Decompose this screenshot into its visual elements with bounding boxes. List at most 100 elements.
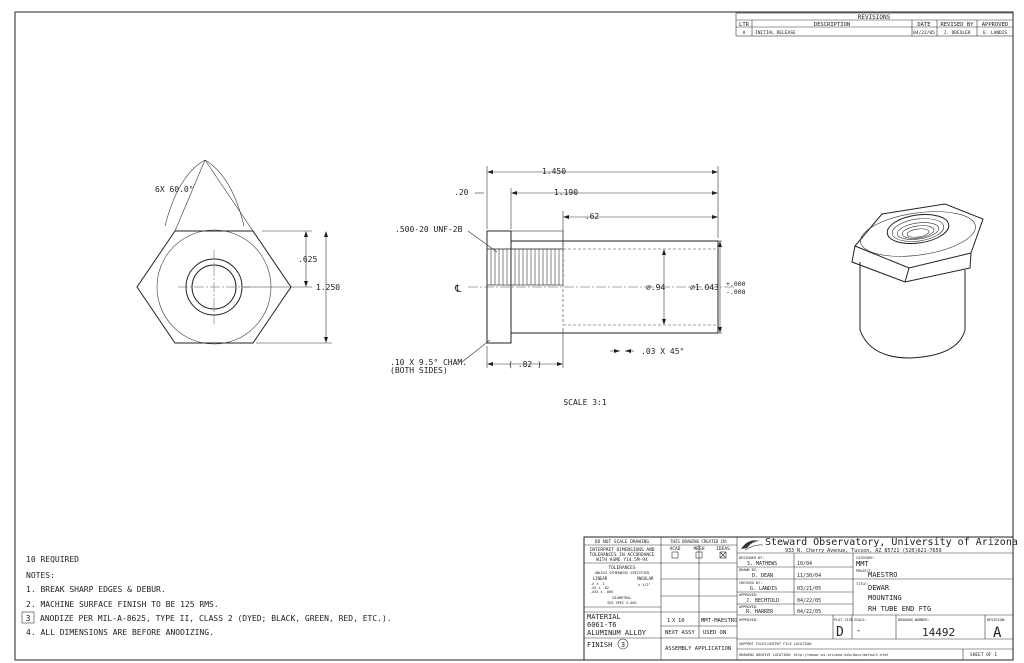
iso-hex-top	[854, 203, 984, 269]
tb-next-assy-value: MMT-MAESTRO	[701, 618, 737, 624]
chamfer-note-2: (BOTH SIDES)	[390, 366, 448, 375]
tb-diametral: DIAMETRAL	[613, 596, 632, 600]
tb-project: MAESTRO	[868, 571, 898, 579]
tb-title-3: RH TUBE END FTG	[868, 605, 931, 613]
tb-do-not-scale: DO NOT SCALE DRAWING	[595, 539, 649, 545]
dim-body-length: 1.190	[554, 188, 578, 197]
tb-project-label: PROJECT:	[856, 569, 873, 573]
tb-drawn-date: 11/30/04	[797, 573, 821, 579]
tb-interpret-3: WITH ASME Y14.5M-94	[596, 557, 648, 563]
tb-tol-xx: .XX ± .02	[590, 586, 609, 590]
tb-finish-flag	[617, 638, 629, 650]
hex-end-view: 6X 60.0° .625 1.250	[136, 159, 340, 345]
tb-cad-b: MESH	[694, 546, 705, 552]
tb-sheet: SHEET OF 1	[970, 652, 997, 658]
tb-scale: -	[856, 626, 861, 636]
dim-bore-dia: ∅.94	[646, 283, 665, 292]
rev-col-date: DATE	[917, 22, 930, 28]
tb-used-on: USED ON	[703, 630, 726, 636]
tb-qty-count: 1	[667, 618, 670, 624]
tb-unless: UNLESS OTHERWISE SPECIFIED	[595, 571, 650, 575]
tb-approved1-date: 04/22/05	[797, 598, 821, 604]
tb-material-2: ALUMINUM ALLOY	[587, 629, 647, 637]
tb-finish-flag-number: 3	[621, 641, 625, 649]
tb-cad-b-checkbox	[695, 551, 703, 559]
rev-row-description: INITIAL RELEASE	[755, 30, 796, 36]
note-3: ANODIZE PER MIL-A-8625, TYPE II, CLASS 2…	[40, 614, 392, 623]
dim-body-tol-minus: -.008	[726, 288, 746, 296]
tb-cad-a-checkbox	[671, 551, 679, 559]
tb-plot-size-label: PLOT SIZE	[834, 618, 853, 622]
rev-col-revised-by: REVISED BY	[940, 22, 974, 28]
dim-chamfer-small: .03 X 45°	[641, 347, 684, 356]
angle-note: 6X 60.0°	[155, 185, 194, 194]
tb-drawing-number-label: DRAWING NUMBER:	[898, 618, 930, 622]
tb-approved2-date: 04/22/05	[797, 609, 821, 615]
tb-material-label: MATERIAL	[587, 613, 621, 621]
tb-drawn-by-label: DRAWN BY:	[739, 568, 758, 572]
dim-body-dia: ∅1.043	[690, 283, 719, 292]
iso-body	[859, 262, 966, 359]
rev-row-revised-by: J. DREXLER	[943, 30, 970, 36]
tb-approved1-label: APPROVED:	[739, 593, 758, 597]
tb-tolerances: TOLERANCES	[608, 565, 635, 571]
note-4: 4. ALL DIMENSIONS ARE BEFORE ANODIZING.	[26, 628, 214, 637]
tb-checked-by: G. LANDIS	[750, 586, 777, 592]
dim-ref: ( .82 )	[508, 360, 542, 369]
tb-qty-sep: X	[672, 618, 676, 624]
chamfer-note-1: .10 X 9.5° CHAM.	[390, 358, 467, 367]
tb-title-label: TITLE:	[856, 582, 869, 586]
dim-overall-length: 1.450	[542, 167, 566, 176]
isometric-view	[851, 203, 984, 359]
tb-created-in: THIS DRAWING CREATED IN:	[670, 539, 728, 544]
tb-address: 933 N. Cherry Avenue, Tucson, AZ 85721 (…	[785, 548, 942, 554]
tb-designed-by: S. MATHEWS	[747, 561, 777, 567]
section-view: ℄ 1.450 1.190 .20 .62 .500-20 UNF-2B ∅.9…	[390, 166, 746, 407]
tb-linear: LINEAR	[593, 576, 608, 581]
tb-category: MMT	[856, 560, 869, 568]
observatory-logo-icon	[741, 540, 760, 549]
tb-checked-by-label: CHECKED BY:	[739, 581, 762, 585]
tb-next-assy: NEXT ASSY	[665, 630, 695, 636]
tb-title-2: MOUNTING	[868, 594, 902, 602]
tb-approved2-label: APPROVED:	[739, 605, 758, 609]
tb-cad-c-checkbox	[719, 551, 727, 559]
dim-across-flats: .625	[298, 255, 317, 264]
tb-material-1: 6061-T6	[587, 621, 617, 629]
note-1: 1. BREAK SHARP EDGES & DEBUR.	[26, 585, 166, 594]
tb-see-spec: SEE SPEC S-002	[607, 601, 637, 605]
tb-approved3-label: APPROVED:	[739, 618, 758, 622]
tb-approved2: R. HARRER	[746, 609, 774, 615]
tb-scale-label: SCALE:	[854, 618, 867, 622]
revisions-table: REVISIONS LTR DESCRIPTION DATE REVISED B…	[735, 12, 1014, 37]
tb-tol-xxx: .XXX ± .005	[590, 590, 613, 594]
iso-thread-hole	[886, 213, 950, 245]
tb-archive-location: DRAWING ARCHIVE LOCATION: http://dewar.a…	[739, 653, 889, 657]
rev-row-date: 04/22/05	[913, 30, 935, 36]
title-block: DO NOT SCALE DRAWING INTERPRET DIMENSION…	[583, 536, 1018, 661]
tb-plot-size: D	[836, 625, 844, 640]
rev-row-approved: G. LANDIS	[983, 30, 1008, 36]
note-2: 2. MACHINE SURFACE FINISH TO BE 125 RMS.	[26, 600, 219, 609]
tb-title-1: DEWAR	[868, 584, 890, 592]
tb-approved1: J. BECHTOLD	[746, 598, 779, 604]
sheet-border	[14, 11, 1014, 661]
dim-body-tol-plus: +.000	[726, 280, 746, 288]
thread-spec: .500-20 UNF-2B	[395, 225, 463, 234]
thread-lines	[490, 249, 560, 285]
dim-flange-thk: .20	[454, 188, 469, 197]
centerline-mark: ℄	[454, 284, 462, 295]
tb-finish-label: FINISH	[587, 641, 612, 649]
note-3-flag	[21, 611, 35, 624]
tb-org: Steward Observatory, University of Arizo…	[765, 537, 1018, 548]
tb-checked-date: 03/21/05	[797, 586, 821, 592]
tb-category-label: CATEGORY:	[856, 556, 875, 560]
rev-col-ltr: LTR	[739, 22, 750, 28]
rev-row-ltr: A	[743, 30, 746, 36]
hatch-wall-top	[486, 230, 564, 250]
dim-across-corners: 1.250	[316, 283, 340, 292]
revisions-header: REVISIONS	[858, 14, 891, 21]
tb-cad-a: ACAD	[670, 546, 681, 552]
notes-title: NOTES:	[26, 571, 55, 580]
